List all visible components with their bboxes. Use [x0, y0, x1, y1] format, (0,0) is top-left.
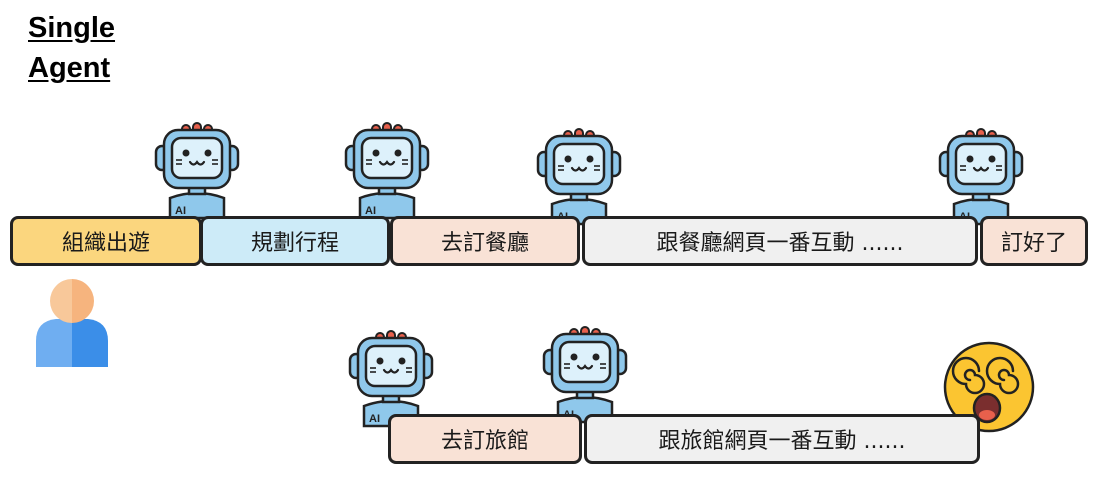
step-label: 跟餐廳網頁一番互動 ......: [656, 231, 904, 256]
step-hotel-web-interaction: 跟旅館網頁一番互動 ......: [584, 414, 980, 464]
robot-icon-plan: AI: [344, 122, 430, 220]
step-label: 跟旅館網頁一番互動 ......: [658, 429, 906, 454]
step-book-hotel: 去訂旅館: [388, 414, 582, 464]
svg-text:AI: AI: [369, 413, 380, 425]
user-icon: [36, 279, 108, 367]
title-line-1: Single: [28, 12, 116, 44]
title-line-2: Agent: [28, 52, 111, 84]
step-restaurant-web-interaction: 跟餐廳網頁一番互動 ......: [582, 216, 978, 266]
step-plan-itinerary: 規劃行程: [200, 216, 390, 266]
robot-icon-hotel-web: AI: [542, 326, 628, 424]
step-organize-trip: 組織出遊: [10, 216, 202, 266]
step-label: 組織出遊: [61, 231, 150, 256]
diagram-title: Single Agent: [28, 8, 115, 88]
step-label: 規劃行程: [250, 231, 339, 256]
step-label: 訂好了: [1000, 231, 1067, 256]
step-label: 去訂餐廳: [440, 231, 529, 256]
step-label: 去訂旅館: [440, 429, 529, 454]
robot-icon-restaurant: AI: [536, 128, 622, 226]
step-booked: 訂好了: [980, 216, 1088, 266]
robot-icon-done: AI: [938, 128, 1024, 226]
dizzy-face-icon: [943, 341, 1035, 433]
robot-icon-organize: AI: [154, 122, 240, 220]
svg-text:AI: AI: [365, 205, 376, 217]
svg-text:AI: AI: [175, 205, 186, 217]
step-book-restaurant: 去訂餐廳: [390, 216, 580, 266]
